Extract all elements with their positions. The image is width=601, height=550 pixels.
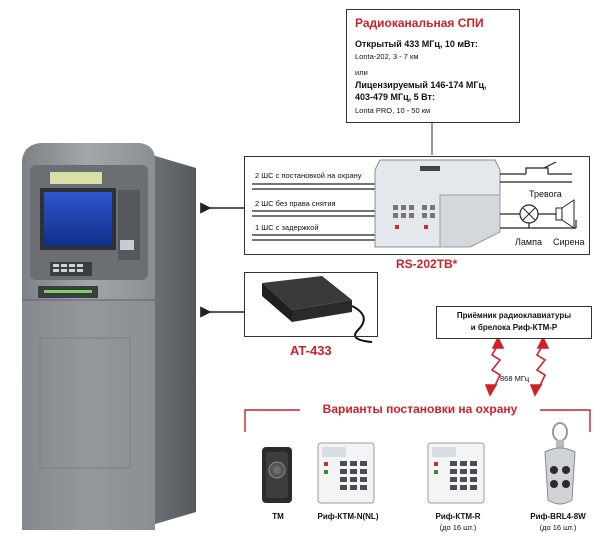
- radio-box-line3: Лицензируемый 146-174 МГц,: [355, 80, 487, 90]
- receiver-line2: и брелока Риф-КТМ-Р: [470, 323, 558, 332]
- option-ktm-n-label: Риф-КТМ-N(NL): [317, 512, 379, 521]
- tm-reader: [262, 447, 292, 503]
- radio-arrows: [484, 336, 550, 397]
- lamp-label: Лампа: [515, 237, 542, 247]
- atm-illustration: [22, 143, 196, 530]
- alarm-label: Тревога: [529, 189, 562, 199]
- receiver-box: Приёмник радиоклавиатуры и брелока Риф-К…: [436, 306, 592, 339]
- frequency-label: 868 МГц: [500, 374, 530, 383]
- receiver-line1: Приёмник радиоклавиатуры: [456, 311, 572, 320]
- radio-channel-box: Радиоканальная СПИ Открытый 433 МГц, 10 …: [346, 9, 520, 123]
- option-brl4-label: Риф-BRL4-8W: [530, 512, 586, 521]
- siren-symbol: [555, 199, 575, 229]
- options-bracket: [244, 409, 591, 432]
- siren-label: Сирена: [553, 237, 585, 247]
- psu-label: AT-433: [290, 343, 332, 358]
- keypad-ktm-n: [317, 442, 375, 504]
- radio-box-line4: 403-479 МГц, 5 Вт:: [355, 92, 435, 102]
- option-ktm-r-note: (до 16 шт.): [439, 523, 477, 532]
- option-brl4-note: (до 16 шт.): [539, 523, 577, 532]
- rs202tb-device: [374, 159, 501, 248]
- radio-box-line5: Lonta PRO, 10 - 50 км: [355, 106, 431, 115]
- loop-label-1: 2 ШС с постановкой на охрану: [255, 171, 362, 180]
- device-box: 2 ШС с постановкой на охрану 2 ШС без пр…: [244, 156, 590, 255]
- loop-label-3: 1 ШС с задержкой: [255, 223, 319, 232]
- psu-box: [244, 272, 378, 337]
- radio-box-line2: Lonta-202, 3 - 7 км: [355, 52, 419, 61]
- keypad-ktm-r: [427, 442, 485, 504]
- radio-box-line1: Открытый 433 МГц, 10 мВт:: [355, 39, 478, 49]
- radio-box-title: Радиоканальная СПИ: [355, 16, 484, 30]
- keyfob-brl4: [544, 422, 576, 505]
- rs202tb-label: RS-202TB*: [396, 257, 458, 271]
- option-tm-label: TM: [272, 512, 284, 521]
- options-title: Варианты постановки на охрану: [322, 402, 518, 416]
- radio-box-or: или: [355, 68, 368, 77]
- psu-device: [262, 276, 373, 343]
- option-ktm-r-label: Риф-КТМ-R: [435, 512, 481, 521]
- lamp-symbol: [519, 204, 539, 224]
- loop-label-2: 2 ШС без права снятия: [255, 199, 336, 208]
